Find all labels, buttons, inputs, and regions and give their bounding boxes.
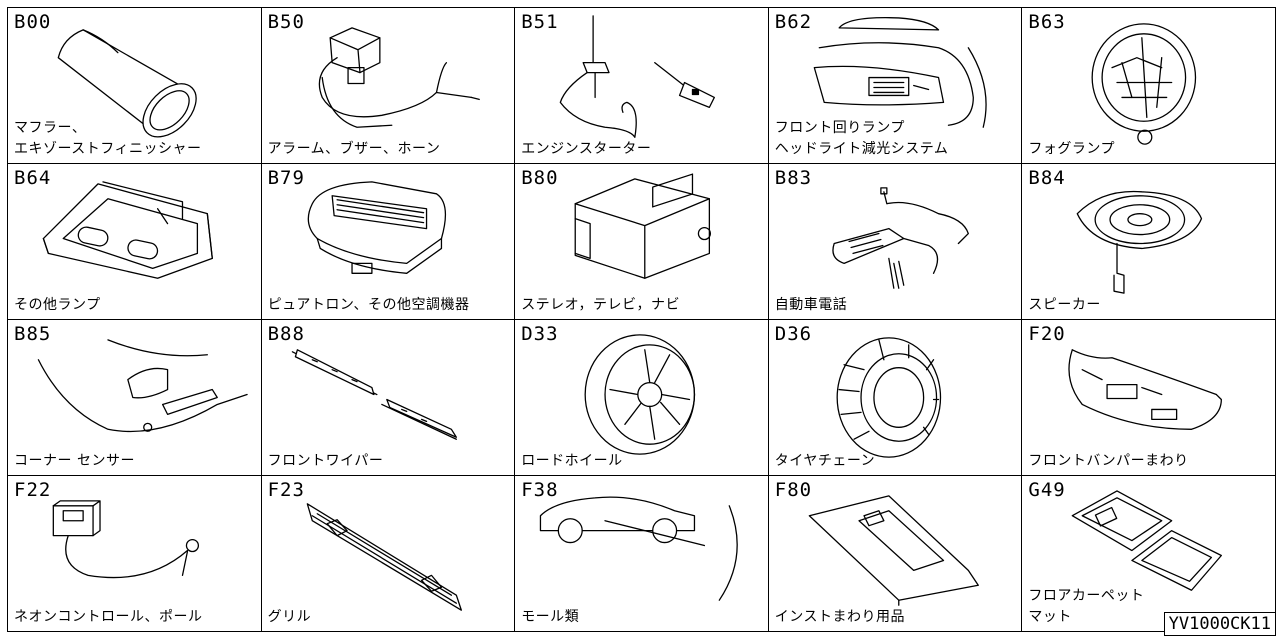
part-cell-b50[interactable]: B50 アラーム、ブザー、ホーン [261,8,516,164]
part-code: B50 [267,11,305,33]
part-cell-f80[interactable]: F80 インストまわり用品 [768,476,1023,632]
part-label: フロントバンパーまわり [1028,453,1189,469]
part-label: ピュアトロン、その他空調機器 [267,297,470,313]
speaker-icon [1077,190,1203,294]
wiper-icon [291,349,457,440]
part-label: アラーム、ブザー、ホーン [267,141,441,157]
part-cell-b88[interactable]: B88 フロントワイパー [261,320,516,476]
part-cell-d33[interactable]: D33 ロードホイール [515,320,769,476]
part-code: F38 [521,479,559,501]
console-icon [808,495,979,606]
part-code: G49 [1028,479,1066,501]
part-code: B83 [774,167,813,189]
part-cell-b00[interactable]: B00 マフラー、エキゾーストフィニッシャー [8,8,262,164]
part-label: ネオンコントロール、ポール [14,609,203,625]
car-phone-icon [832,187,969,289]
part-label: グリル [267,609,312,625]
part-cell-b62[interactable]: B62 フロント回りランプヘッドライト減光システム [768,8,1023,164]
molding-icon [539,496,738,601]
floor-mat-icon [1072,490,1223,591]
part-label: エンジンスターター [521,141,652,157]
grille-icon [306,503,462,611]
stereo-icon [574,173,712,279]
neon-control-icon [52,500,200,579]
part-cell-b83[interactable]: B83 自動車電話 [768,164,1023,320]
part-code: B00 [14,11,52,33]
part-label: モール類 [521,609,580,625]
part-label: スピーカー [1028,297,1101,313]
parts-index-grid: B00 マフラー、エキゾーストフィニッシャー B50 アラーム、ブザー、ホーン … [7,7,1276,632]
muffler-icon [57,29,197,138]
part-code: B79 [267,167,305,189]
part-code: D33 [521,323,559,345]
road-wheel-icon [584,334,696,455]
part-label: タイヤチェーン [774,453,876,469]
part-label: マフラー、エキゾーストフィニッシャー [14,120,202,157]
part-cell-d36[interactable]: D36 タイヤチェーン [768,320,1023,476]
fog-lamp-icon [1091,23,1197,145]
part-cell-f22[interactable]: F22 ネオンコントロール、ポール [8,476,262,632]
part-cell-g49[interactable]: G49 フロアカーペットマット [1022,476,1276,632]
air-purifier-icon [307,181,446,274]
part-label: フロント回りランプヘッドライト減光システム [774,120,949,157]
part-code: F20 [1028,323,1066,345]
room-lamp-icon [42,181,213,279]
part-cell-b84[interactable]: B84 スピーカー [1022,164,1276,320]
part-code: B85 [14,323,52,345]
part-cell-b85[interactable]: B85 コーナー センサー [8,320,262,476]
tire-chain-icon [836,337,941,458]
part-cell-f20[interactable]: F20 フロントバンパーまわり [1022,320,1276,476]
part-cell-b64[interactable]: B64 その他ランプ [8,164,262,320]
part-cell-f38[interactable]: F38 モール類 [515,476,769,632]
part-label: コーナー センサー [14,453,135,469]
part-cell-b79[interactable]: B79 ピュアトロン、その他空調機器 [261,164,516,320]
part-label: ロードホイール [521,453,623,469]
part-code: B51 [521,11,559,33]
front-lamp-icon [813,17,987,128]
part-label: インストまわり用品 [774,609,906,625]
engine-starter-icon [559,15,716,138]
part-code: B64 [14,167,52,189]
part-label: 自動車電話 [774,297,848,313]
part-code: B88 [267,323,305,345]
part-cell-b51[interactable]: B51 エンジンスターター [515,8,769,164]
part-label: フロアカーペットマット [1028,588,1145,625]
part-code: B84 [1028,167,1066,189]
reference-code: YV1000CK11 [1163,612,1276,636]
part-label: フロントワイパー [267,453,384,469]
corner-sensor-icon [37,339,248,433]
front-bumper-icon [1068,349,1223,430]
horn-icon [318,27,480,128]
part-code: F22 [14,479,52,501]
part-cell-b63[interactable]: B63 フォグランプ [1022,8,1276,164]
part-code: B63 [1028,11,1066,33]
part-code: B62 [774,11,813,33]
part-cell-f23[interactable]: F23 グリル [261,476,516,632]
part-cell-b80[interactable]: B80 ステレオ，テレビ，ナビ [515,164,769,320]
part-label: その他ランプ [14,297,101,313]
part-code: D36 [774,323,813,345]
part-label: ステレオ，テレビ，ナビ [521,297,680,313]
part-code: F23 [267,479,305,501]
part-code: F80 [774,479,813,501]
part-label: フォグランプ [1028,141,1115,157]
part-code: B80 [521,167,559,189]
